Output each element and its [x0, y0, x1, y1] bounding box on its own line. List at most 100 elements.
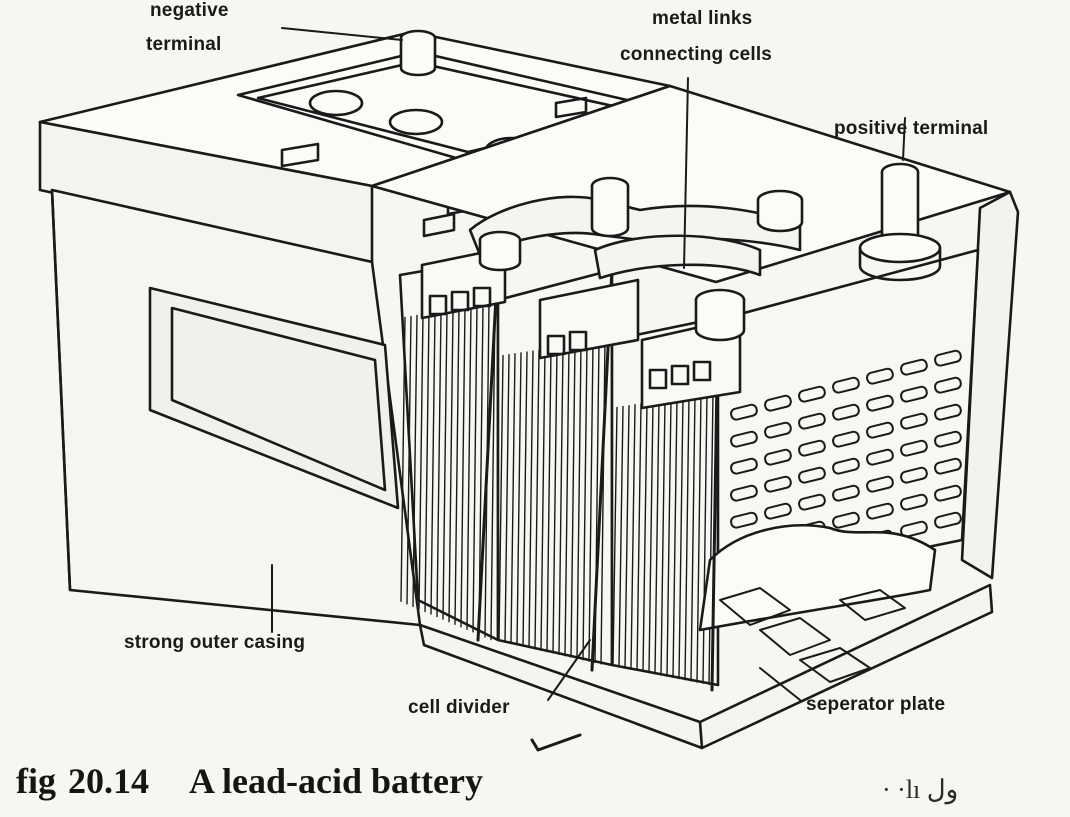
caption-title: A lead-acid battery: [189, 761, 483, 801]
plate-line: [678, 396, 684, 680]
grid-cell: [832, 430, 860, 448]
grid-cell: [832, 484, 860, 502]
plate-line: [672, 397, 678, 679]
plate-line: [570, 344, 576, 658]
grid-cell: [764, 502, 792, 520]
caption-number: 20.14: [68, 761, 149, 801]
grid-cell: [866, 475, 894, 493]
grid-cell: [934, 403, 962, 421]
plate-line: [552, 347, 558, 654]
plate-line: [510, 353, 516, 645]
plate-line: [630, 404, 636, 670]
label-negative-terminal-line1: negative: [150, 0, 229, 21]
pen-tick: [530, 733, 582, 752]
plate-line: [636, 403, 642, 671]
grid-cell: [764, 421, 792, 439]
plate-line: [612, 406, 618, 667]
plate-line: [490, 301, 496, 641]
metal-links: [468, 176, 804, 342]
plate-line: [690, 394, 696, 682]
plate-line: [648, 401, 654, 674]
label-outer-casing: strong outer casing: [124, 632, 306, 653]
plate-line: [472, 304, 478, 633]
grid-cell: [900, 358, 928, 376]
plate-line: [564, 345, 570, 657]
negative-terminal-post: [399, 29, 437, 77]
grid-cell: [798, 439, 826, 457]
grid-cell: [832, 457, 860, 475]
grid-cell: [730, 403, 758, 421]
grid-cell: [798, 412, 826, 430]
grid-cell: [934, 376, 962, 394]
leader-negative: [281, 27, 403, 41]
separator-ribs: [719, 587, 906, 683]
leader-positive: [902, 117, 906, 161]
leader-metal-links: [683, 77, 689, 269]
separator-torn-edge: [698, 524, 937, 632]
label-metal-links-line2: connecting cells: [620, 44, 773, 65]
plate-line: [418, 313, 424, 610]
positive-terminal-post: [858, 162, 942, 282]
plate-line: [406, 315, 412, 605]
grid-cell: [934, 430, 962, 448]
plate-line: [442, 309, 448, 620]
label-positive-terminal: positive terminal: [834, 118, 989, 139]
grid-cell: [764, 394, 792, 412]
grid-cell: [798, 385, 826, 403]
label-negative-terminal-line2: terminal: [146, 34, 222, 55]
plate-line: [654, 400, 660, 675]
vent-cap: [388, 108, 444, 136]
marginalia-text: · ·lı ول: [882, 775, 959, 804]
plate-line: [460, 306, 466, 628]
grid-cell: [934, 457, 962, 475]
plate-line: [400, 316, 406, 602]
grid-cell: [866, 421, 894, 439]
plate-line: [540, 348, 546, 651]
grid-cell: [900, 412, 928, 430]
plate-line: [582, 342, 588, 661]
grid-cell: [934, 511, 962, 529]
plate-line: [588, 341, 594, 662]
front-panel: [148, 286, 400, 510]
leader-separator: [759, 667, 801, 701]
plate-line: [430, 311, 436, 615]
plate-line: [448, 308, 454, 623]
plate-line: [576, 343, 582, 660]
plate-line: [534, 349, 540, 650]
plate-line: [546, 347, 552, 653]
plate-line: [642, 402, 648, 673]
cell-plates-3: [610, 316, 720, 687]
plate-line: [498, 354, 504, 642]
grid-cell: [832, 511, 860, 529]
grid-cell: [798, 493, 826, 511]
grid-cell: [866, 502, 894, 520]
grid-cell: [832, 403, 860, 421]
grid-cell: [730, 430, 758, 448]
plate-line: [454, 307, 460, 625]
label-metal-links-line1: metal links: [652, 8, 753, 29]
plate-line: [666, 398, 672, 677]
grid-cell: [730, 511, 758, 529]
leader-lines: [271, 27, 906, 701]
figure-caption: fig 20.14 A lead-acid battery: [16, 760, 483, 802]
plate-line: [478, 303, 484, 636]
cell-tops: [420, 246, 742, 410]
caption-fig: fig: [16, 761, 56, 801]
plate-line: [424, 312, 430, 613]
plate-line: [624, 404, 630, 669]
plate-line: [696, 393, 702, 683]
grid-cell: [866, 394, 894, 412]
plate-line: [412, 314, 418, 608]
plate-line: [708, 391, 714, 686]
grid-cell: [900, 439, 928, 457]
cell-plates-2: [496, 268, 614, 667]
plate-line: [618, 405, 624, 668]
grid-cell: [764, 448, 792, 466]
grid-cell: [798, 466, 826, 484]
label-separator-plate: seperator plate: [806, 694, 946, 715]
plate-line: [660, 399, 666, 676]
grid-cell: [934, 484, 962, 502]
plate-line: [522, 351, 528, 647]
grid-cell: [866, 448, 894, 466]
grid-cell: [900, 385, 928, 403]
